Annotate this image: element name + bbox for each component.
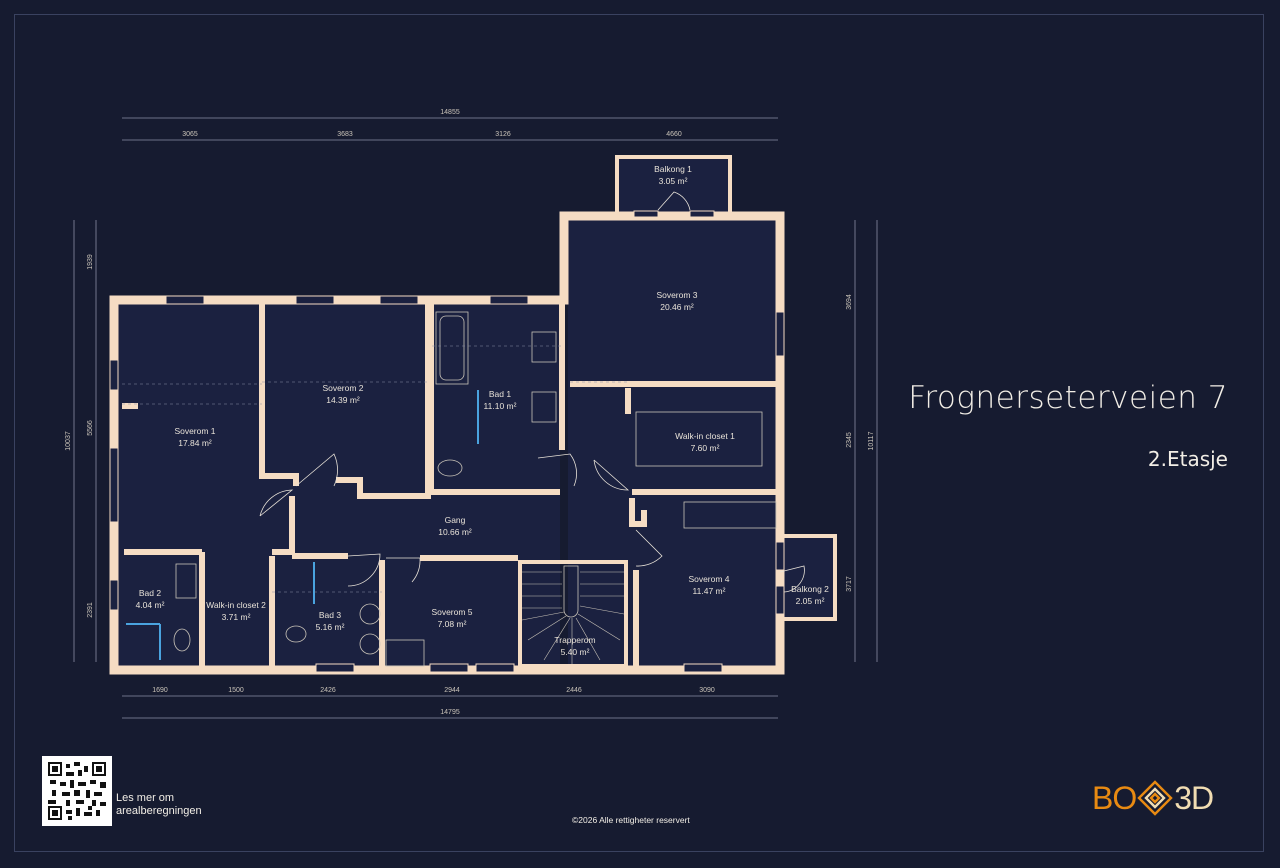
dim-top-seg: 3126 <box>495 131 511 138</box>
room-label-trapperom: Trapperom <box>554 635 595 645</box>
dim-right-seg: 2345 <box>846 432 853 448</box>
dim-left-seg: 5566 <box>87 420 94 436</box>
room-label-balkong-1: Balkong 1 <box>654 164 692 174</box>
room-area-bad-3: 5.16 m² <box>316 622 345 632</box>
room-label-soverom-5: Soverom 5 <box>431 607 472 617</box>
logo-text-right: 3D <box>1174 779 1214 816</box>
room-area-balkong-2: 2.05 m² <box>796 596 825 606</box>
qr-caption-line: arealberegningen <box>116 805 202 817</box>
room-label-gang: Gang <box>445 515 466 525</box>
dim-bottom-seg: 1690 <box>152 687 168 694</box>
roof-lines <box>122 345 628 593</box>
room-area-balkong-1: 3.05 m² <box>659 176 688 186</box>
dim-top-seg: 4660 <box>666 131 682 138</box>
bo3d-logo: BO 3D <box>1092 779 1214 816</box>
dim-left-total: 10037 <box>65 431 72 451</box>
room-area-trapperom: 5.40 m² <box>561 647 590 657</box>
qr-caption-line: Les mer om <box>116 792 175 804</box>
room-area-soverom-4: 11.47 m² <box>693 586 726 596</box>
room-area-walk-in-closet-1: 7.60 m² <box>691 443 720 453</box>
dim-bottom-seg: 2944 <box>444 687 460 694</box>
room-area-walk-in-closet-2: 3.71 m² <box>222 612 251 622</box>
room-label-bad-2: Bad 2 <box>139 588 161 598</box>
room-label-bad-3: Bad 3 <box>319 610 341 620</box>
dim-right-seg: 3717 <box>846 576 853 592</box>
room-area-gang: 10.66 m² <box>438 527 472 537</box>
stair-steps <box>521 571 625 664</box>
room-label-balkong-2: Balkong 2 <box>791 584 829 594</box>
room-label-soverom-2: Soverom 2 <box>322 383 363 393</box>
dim-right-seg: 3694 <box>846 294 853 310</box>
dim-top-seg: 3683 <box>337 131 353 138</box>
floor-fills <box>118 157 835 670</box>
dim-bottom-seg: 2446 <box>566 687 582 694</box>
dim-left-seg: 2391 <box>87 602 94 618</box>
room-labels: Balkong 1 3.05 m² Soverom 3 20.46 m² Sov… <box>136 164 830 657</box>
dim-left-seg: 1939 <box>87 254 94 270</box>
dim-right-total: 10117 <box>868 431 875 450</box>
dim-bottom-total: 14795 <box>440 709 460 716</box>
room-label-walk-in-closet-1: Walk-in closet 1 <box>675 431 735 441</box>
room-label-soverom-1: Soverom 1 <box>174 426 215 436</box>
copyright-text: ©2026 Alle rettigheter reservert <box>572 815 690 825</box>
floor-label: 2.Etasje <box>1147 447 1228 471</box>
diamond-logo-icon <box>1137 780 1173 816</box>
property-title: Frognerseterveien 7 <box>908 380 1228 416</box>
dim-bottom-seg: 3090 <box>699 687 715 694</box>
frame-border <box>14 14 1264 852</box>
glass-shower-walls <box>126 390 479 660</box>
room-label-soverom-3: Soverom 3 <box>656 290 697 300</box>
doors <box>259 191 805 593</box>
logo-text-left: BO <box>1092 779 1137 816</box>
room-area-soverom-3: 20.46 m² <box>660 302 694 312</box>
room-area-soverom-5: 7.08 m² <box>438 619 467 629</box>
qr-caption[interactable]: Les mer om arealberegningen <box>116 792 202 818</box>
dim-bottom-seg: 2426 <box>320 687 336 694</box>
dimension-lines <box>73 117 878 719</box>
qr-code[interactable] <box>42 756 112 826</box>
room-label-soverom-4: Soverom 4 <box>688 574 729 584</box>
fixtures <box>173 311 777 667</box>
dim-bottom-seg: 1500 <box>228 687 244 694</box>
room-label-bad-1: Bad 1 <box>489 389 511 399</box>
room-area-bad-2: 4.04 m² <box>136 600 165 610</box>
room-area-soverom-2: 14.39 m² <box>326 395 360 405</box>
dim-top-seg: 3065 <box>182 131 198 138</box>
room-area-bad-1: 11.10 m² <box>484 401 517 411</box>
windows <box>109 210 785 673</box>
room-label-walk-in-closet-2: Walk-in closet 2 <box>206 600 266 610</box>
dim-top-total: 14855 <box>440 109 460 116</box>
qr-code-icon <box>48 762 106 820</box>
walls <box>109 155 837 675</box>
room-area-soverom-1: 17.84 m² <box>178 438 212 448</box>
